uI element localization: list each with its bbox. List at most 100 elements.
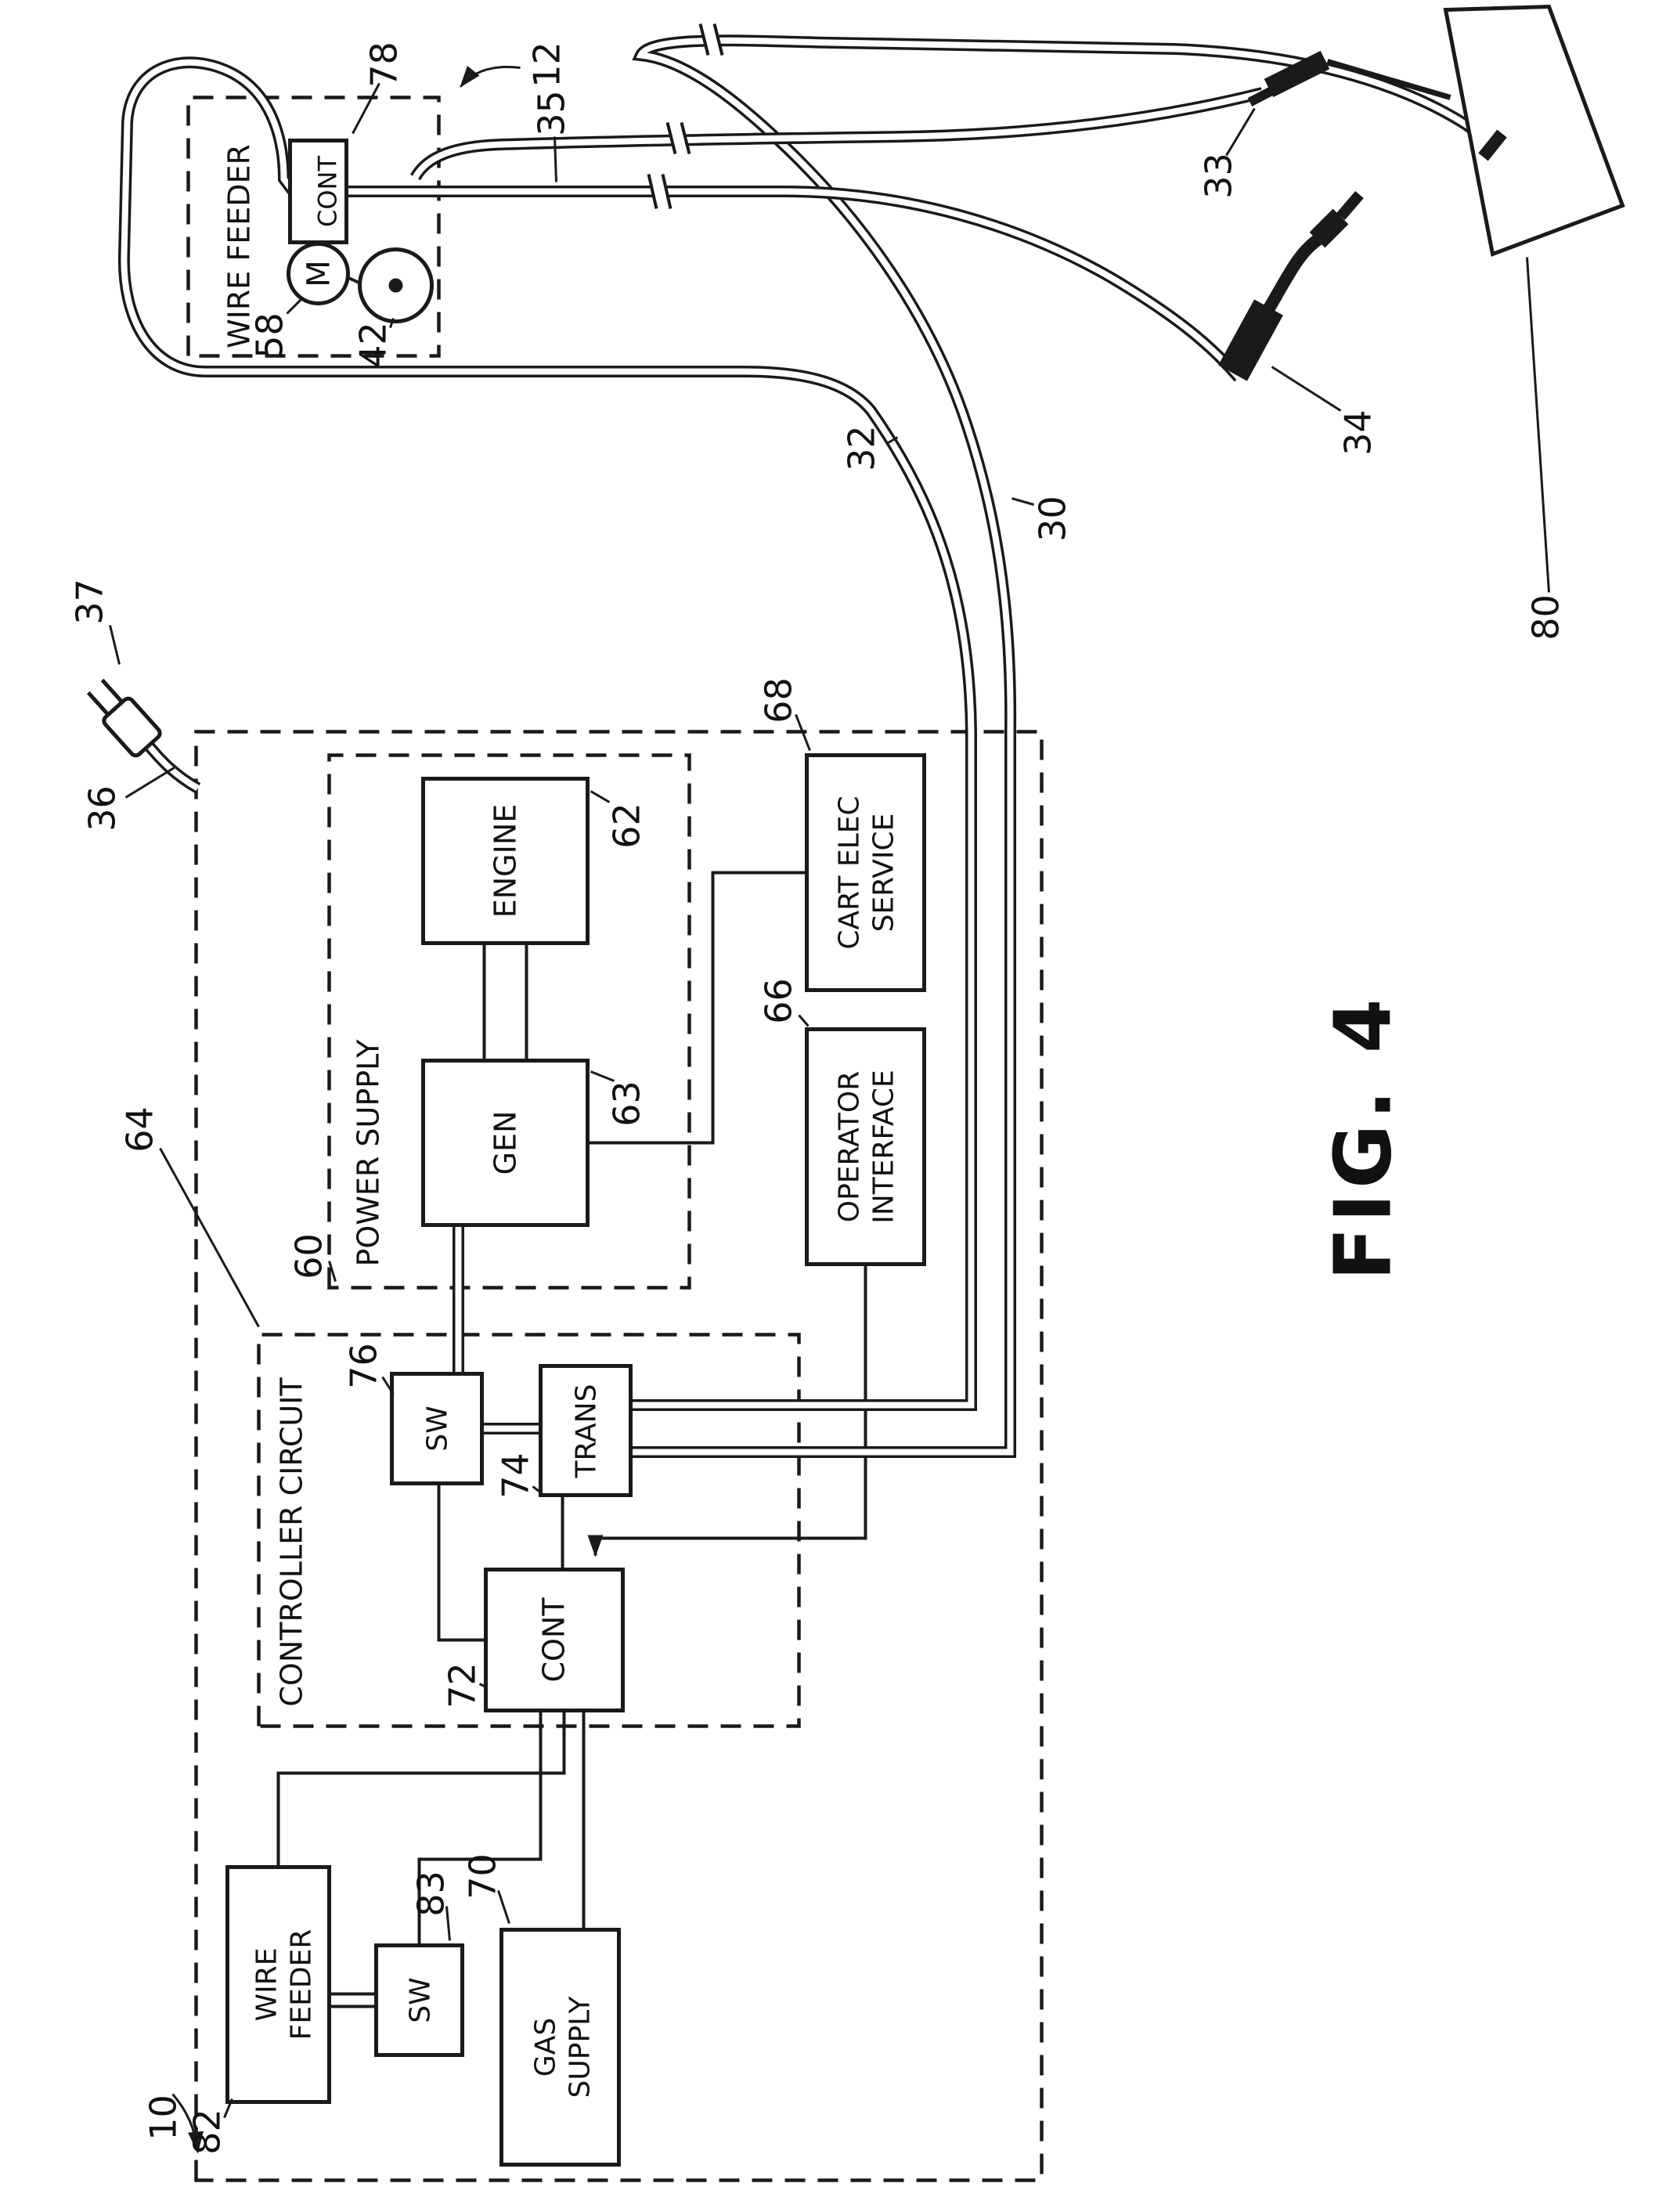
ref-60: 60 (288, 1233, 337, 1282)
ref-68-number: 68 (758, 677, 800, 724)
ref-34-number: 34 (1337, 410, 1379, 456)
cart-elec-service-box (805, 753, 926, 992)
local-feeder-line1: WIRE (251, 1948, 283, 2022)
ref-32-number: 32 (841, 425, 883, 471)
ref-82-number: 82 (186, 2109, 229, 2155)
ref-83: 83 (410, 1871, 453, 1941)
ref-78-number: 78 (363, 41, 406, 88)
control-72-box (484, 1568, 625, 1712)
ref-83-number: 83 (410, 1871, 453, 1917)
ref-70-number: 70 (462, 1853, 504, 1900)
local-feeder-switch-link (330, 1992, 375, 2008)
ref-12-arrow (460, 65, 521, 88)
ref-36-number: 36 (81, 785, 124, 832)
workpiece-plate (1443, 4, 1625, 257)
ref-62: 62 (590, 790, 648, 849)
figure-caption: FIG. 4 (1318, 994, 1409, 1281)
ref-58-number: 58 (249, 312, 291, 359)
power-supply-title: POWER SUPPLY (352, 1039, 386, 1267)
ref-66: 66 (758, 978, 810, 1027)
local-switch-label: SW (405, 1977, 437, 2023)
spool-hub (388, 278, 403, 293)
torch-cable-35 (346, 186, 1244, 382)
ref-82: 82 (186, 2098, 233, 2155)
cable-break-marks (647, 20, 724, 211)
ref-60-number: 60 (288, 1233, 330, 1279)
ref-76-number: 76 (343, 1343, 385, 1389)
ref-37-number: 37 (69, 579, 111, 625)
local-wire-feeder-box (225, 1865, 331, 2104)
ref-72: 72 (442, 1662, 487, 1709)
ref-62-number: 62 (606, 803, 648, 849)
engine-label: ENGINE (489, 804, 523, 918)
cart-elec-service-line2: SERVICE (868, 814, 900, 933)
power-cord-36 (142, 740, 201, 794)
ref-80-number: 80 (1525, 594, 1567, 641)
gas-supply-line1: GAS (530, 2018, 562, 2077)
transformer-label: TRANS (571, 1384, 603, 1479)
power-supply-box (327, 753, 691, 1290)
engine-box (421, 777, 590, 945)
operator-interface-box (805, 1027, 926, 1266)
welding-torch-icon (1218, 190, 1364, 381)
gas-supply-box (499, 1928, 621, 2167)
ref-64-number: 64 (119, 1106, 161, 1153)
ref-68: 68 (758, 677, 811, 752)
ref-37: 37 (69, 579, 121, 665)
ref-32: 32 (841, 425, 899, 471)
motor-label: M (301, 260, 337, 287)
controller-circuit-box (257, 1333, 801, 1728)
feeder-control-label: CONT (313, 156, 343, 227)
engine-generator-shaft-lines (482, 944, 528, 1059)
work-cable-30 (630, 34, 1498, 1458)
ref-35-number: 35 (531, 90, 573, 136)
operator-interface-line1: OPERATOR (834, 1071, 866, 1223)
ref-66-number: 66 (758, 978, 800, 1024)
transformer-box (539, 1364, 633, 1497)
ref-63-number: 63 (606, 1081, 648, 1127)
electrode-holder-cable (409, 87, 1264, 181)
work-clamp-icon (1478, 129, 1507, 161)
system-boundary-box (194, 730, 1044, 2182)
generator-label: GEN (489, 1111, 523, 1175)
controller-circuit-title: CONTROLLER CIRCUIT (275, 1377, 309, 1707)
ref-12-number: 12 (526, 41, 568, 88)
ref-74: 74 (495, 1452, 540, 1499)
ref-42-number: 42 (352, 322, 395, 368)
ref-36: 36 (81, 767, 175, 832)
operator-interface-line2: INTERFACE (868, 1070, 900, 1224)
local-feeder-to-cont-wire (276, 1712, 566, 1866)
ref-42: 42 (352, 318, 395, 368)
control-72-label: CONT (537, 1597, 572, 1683)
ref-10-number: 10 (142, 2095, 185, 2141)
local-feeder-line2: FEEDER (286, 1929, 318, 2041)
switch-76-label: SW (422, 1406, 454, 1451)
ref-58: 58 (249, 297, 304, 359)
generator-to-cart-service-wire (589, 871, 806, 1145)
switch-76-box (390, 1372, 484, 1485)
ref-35: 35 (531, 90, 573, 182)
cart-elec-service-line1: CART ELEC (834, 796, 866, 949)
remote-feeder-title: WIRE FEEDER (222, 144, 257, 348)
ref-30-number: 30 (1032, 496, 1074, 542)
remote-wire-feeder-box (186, 96, 441, 358)
weld-cable-32 (117, 56, 977, 1411)
ref-10: 10 (142, 2093, 204, 2154)
motor-circle (287, 242, 350, 305)
ref-33-number: 33 (1198, 153, 1240, 199)
generator-box (421, 1059, 590, 1227)
ref-63: 63 (590, 1070, 648, 1127)
ref-34: 34 (1271, 366, 1379, 456)
ref-74-number: 74 (495, 1452, 537, 1499)
ref-72-number: 72 (442, 1662, 484, 1709)
local-switch-to-cont-wire (417, 1712, 543, 1944)
ref-33: 33 (1198, 107, 1256, 199)
ref-10-arrow (171, 2093, 204, 2154)
ref-12: 12 (460, 41, 568, 88)
gas-supply-line2: SUPPLY (564, 1996, 597, 2098)
cont-to-switch-wire (437, 1485, 486, 1642)
ref-76: 76 (343, 1343, 395, 1395)
ref-78: 78 (352, 41, 406, 135)
